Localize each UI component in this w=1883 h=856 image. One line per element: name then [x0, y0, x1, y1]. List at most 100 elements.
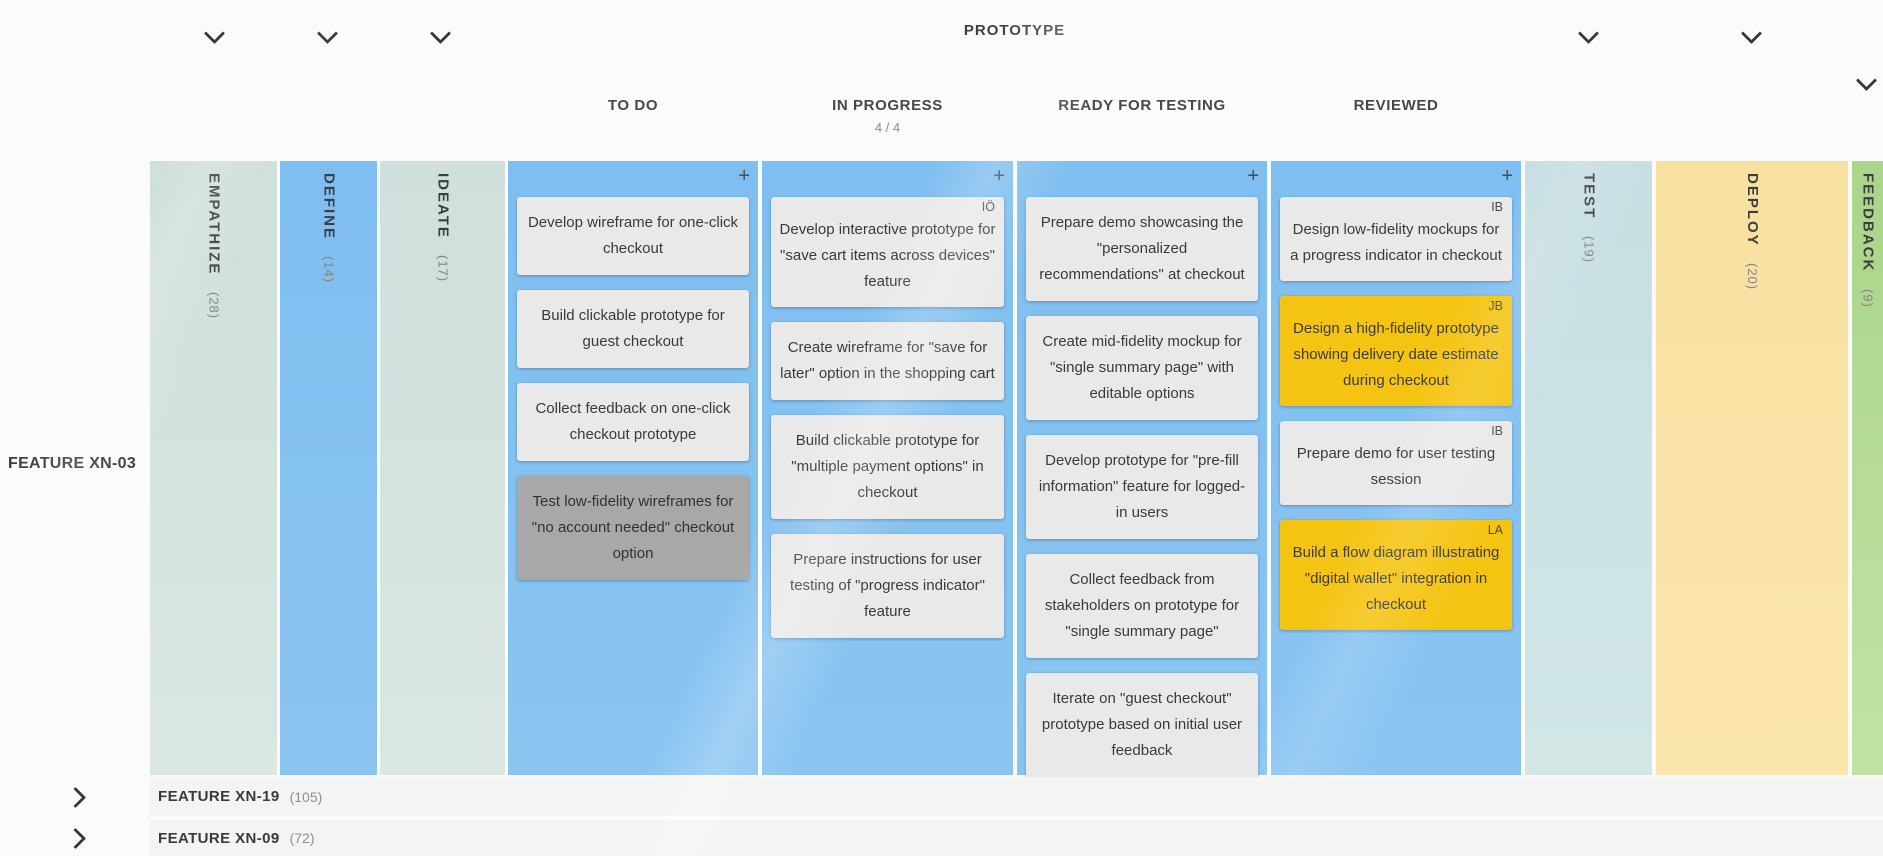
card-text: Design low-fidelity mockups for a progre… [1290, 221, 1502, 264]
column-test[interactable]: TEST (19) [1525, 161, 1652, 775]
card-text: Collect feedback from stakeholders on pr… [1044, 571, 1240, 640]
add-card-button[interactable]: + [1247, 165, 1259, 187]
column-vertical-label: IDEATE (17) [434, 173, 452, 282]
kanban-card[interactable]: Build clickable prototype for "multiple … [771, 415, 1004, 519]
column-ready-for-testing: + Prepare demo showcasing the "personali… [1017, 161, 1267, 777]
kanban-card[interactable]: JB Design a high-fidelity prototype show… [1280, 296, 1512, 406]
add-card-button[interactable]: + [993, 165, 1005, 187]
kanban-card[interactable]: Test low-fidelity wireframes for "no acc… [517, 476, 749, 580]
column-reviewed: + IB Design low-fidelity mockups for a p… [1271, 161, 1521, 775]
swimlane-row[interactable]: FEATURE XN-19 (105) [150, 777, 1883, 816]
card-text: Develop interactive prototype for "save … [779, 221, 996, 290]
column-count: (20) [1745, 263, 1760, 291]
card-text: Iterate on "guest checkout" prototype ba… [1041, 690, 1243, 759]
column-count: (28) [206, 291, 222, 320]
card-text: Collect feedback on one-click checkout p… [535, 400, 731, 443]
kanban-card[interactable]: IB Design low-fidelity mockups for a pro… [1280, 197, 1512, 281]
column-name: TEST [1580, 173, 1598, 220]
column-count: (9) [1860, 288, 1876, 308]
assignee-badge: IB [1491, 200, 1503, 214]
column-name: EMPATHIZE [205, 173, 223, 276]
kanban-card[interactable]: Prepare instructions for user testing of… [771, 534, 1004, 638]
stage-label: REVIEWED [1353, 97, 1439, 114]
phase-title: PROTOTYPE [963, 22, 1066, 39]
column-vertical-label: TEST (19) [1580, 173, 1598, 263]
kanban-card[interactable]: Collect feedback from stakeholders on pr… [1026, 554, 1258, 658]
card-text: Build clickable prototype for guest chec… [541, 307, 725, 350]
collapse-chevron-test-icon[interactable] [1577, 22, 1600, 45]
card-text: Create wireframe for "save for later" op… [780, 339, 995, 382]
card-stack: Develop wireframe for one-click checkout… [517, 197, 749, 580]
card-text: Develop prototype for "pre-fill informat… [1038, 452, 1246, 521]
add-card-button[interactable]: + [738, 165, 750, 187]
column-vertical-label: DEFINE (14) [320, 173, 338, 284]
collapse-chevron-ideate-icon[interactable] [429, 22, 452, 45]
card-text: Build clickable prototype for "multiple … [791, 432, 984, 501]
card-text: Create mid-fidelity mockup for "single s… [1042, 333, 1242, 402]
card-stack: IÖ Develop interactive prototype for "sa… [771, 197, 1004, 638]
column-count: (17) [435, 255, 451, 283]
kanban-card[interactable]: Build clickable prototype for guest chec… [517, 290, 749, 368]
card-text: Test low-fidelity wireframes for "no acc… [531, 493, 735, 562]
wip-limit: 4 / 4 [874, 120, 901, 135]
card-text: Build a flow diagram illustrating "digit… [1292, 544, 1500, 613]
kanban-card[interactable]: IÖ Develop interactive prototype for "sa… [771, 197, 1004, 307]
stage-header-ready-for-testing: READY FOR TESTING [1017, 97, 1267, 114]
collapse-chevron-define-icon[interactable] [316, 22, 339, 45]
kanban-card[interactable]: Prepare demo showcasing the "personalize… [1026, 197, 1258, 301]
card-text: Design a high-fidelity prototype showing… [1293, 320, 1499, 389]
stage-header-in-progress: IN PROGRESS 4 / 4 [762, 97, 1013, 135]
assignee-badge: IB [1491, 424, 1503, 438]
swimlane-row[interactable]: FEATURE XN-09 (72) [150, 820, 1883, 856]
column-feedback[interactable]: FEEDBACK (9) [1852, 161, 1883, 775]
swimlane-name: FEATURE XN-19 [158, 788, 280, 805]
column-define[interactable]: DEFINE (14) [280, 161, 377, 775]
swimlane-count: (105) [289, 788, 323, 805]
swimlane-name: FEATURE XN-09 [158, 829, 280, 847]
card-text: Develop wireframe for one-click checkout [527, 214, 739, 257]
card-text: Prepare instructions for user testing of… [790, 551, 985, 620]
column-count: (14) [321, 256, 337, 284]
column-deploy[interactable]: DEPLOY (20) [1656, 161, 1848, 775]
kanban-card[interactable]: Iterate on "guest checkout" prototype ba… [1026, 673, 1258, 777]
stage-header-reviewed: REVIEWED [1271, 97, 1521, 114]
kanban-card[interactable]: LA Build a flow diagram illustrating "di… [1280, 520, 1512, 630]
kanban-card[interactable]: Collect feedback on one-click checkout p… [517, 383, 749, 461]
column-name: FEEDBACK [1859, 173, 1877, 273]
assignee-badge: JB [1488, 299, 1503, 313]
kanban-card[interactable]: Create mid-fidelity mockup for "single s… [1026, 316, 1258, 420]
kanban-card[interactable]: IB Prepare demo for user testing session [1280, 421, 1512, 505]
card-text: Prepare demo showcasing the "personalize… [1039, 214, 1245, 283]
column-todo: + Develop wireframe for one-click checko… [508, 161, 758, 775]
collapse-chevron-deploy-icon[interactable] [1740, 22, 1763, 45]
assignee-badge: IÖ [981, 200, 995, 214]
expand-lane-chevron-icon[interactable] [64, 786, 88, 809]
column-ideate[interactable]: IDEATE (17) [380, 161, 505, 775]
column-name: IDEATE [434, 173, 452, 239]
column-vertical-label: EMPATHIZE (28) [205, 173, 223, 319]
column-in-progress: + IÖ Develop interactive prototype for "… [762, 161, 1013, 775]
column-name: DEFINE [320, 173, 338, 241]
kanban-card[interactable]: Develop prototype for "pre-fill informat… [1026, 435, 1258, 539]
card-stack: IB Design low-fidelity mockups for a pro… [1280, 197, 1512, 630]
column-vertical-label: DEPLOY (20) [1743, 173, 1761, 290]
stage-label: READY FOR TESTING [1058, 97, 1226, 114]
card-text: Prepare demo for user testing session [1296, 445, 1496, 488]
collapse-chevron-feedback-icon[interactable] [1855, 69, 1878, 92]
column-vertical-label: FEEDBACK (9) [1859, 173, 1877, 308]
expand-lane-chevron-icon[interactable] [64, 827, 88, 850]
assignee-badge: LA [1487, 523, 1503, 537]
column-count: (19) [1581, 235, 1597, 263]
add-card-button[interactable]: + [1501, 165, 1513, 187]
collapse-chevron-empathize-icon[interactable] [203, 22, 226, 45]
swimlane-count: (72) [289, 830, 315, 846]
card-stack: Prepare demo showcasing the "personalize… [1026, 197, 1258, 777]
stage-header-todo: TO DO [508, 97, 758, 114]
column-empathize[interactable]: EMPATHIZE (28) [150, 161, 277, 775]
stage-label: IN PROGRESS [832, 97, 943, 114]
kanban-card[interactable]: Develop wireframe for one-click checkout [517, 197, 749, 275]
column-name: DEPLOY [1744, 173, 1761, 247]
swimlane-label: FEATURE XN-03 [8, 455, 137, 472]
kanban-card[interactable]: Create wireframe for "save for later" op… [771, 322, 1004, 400]
